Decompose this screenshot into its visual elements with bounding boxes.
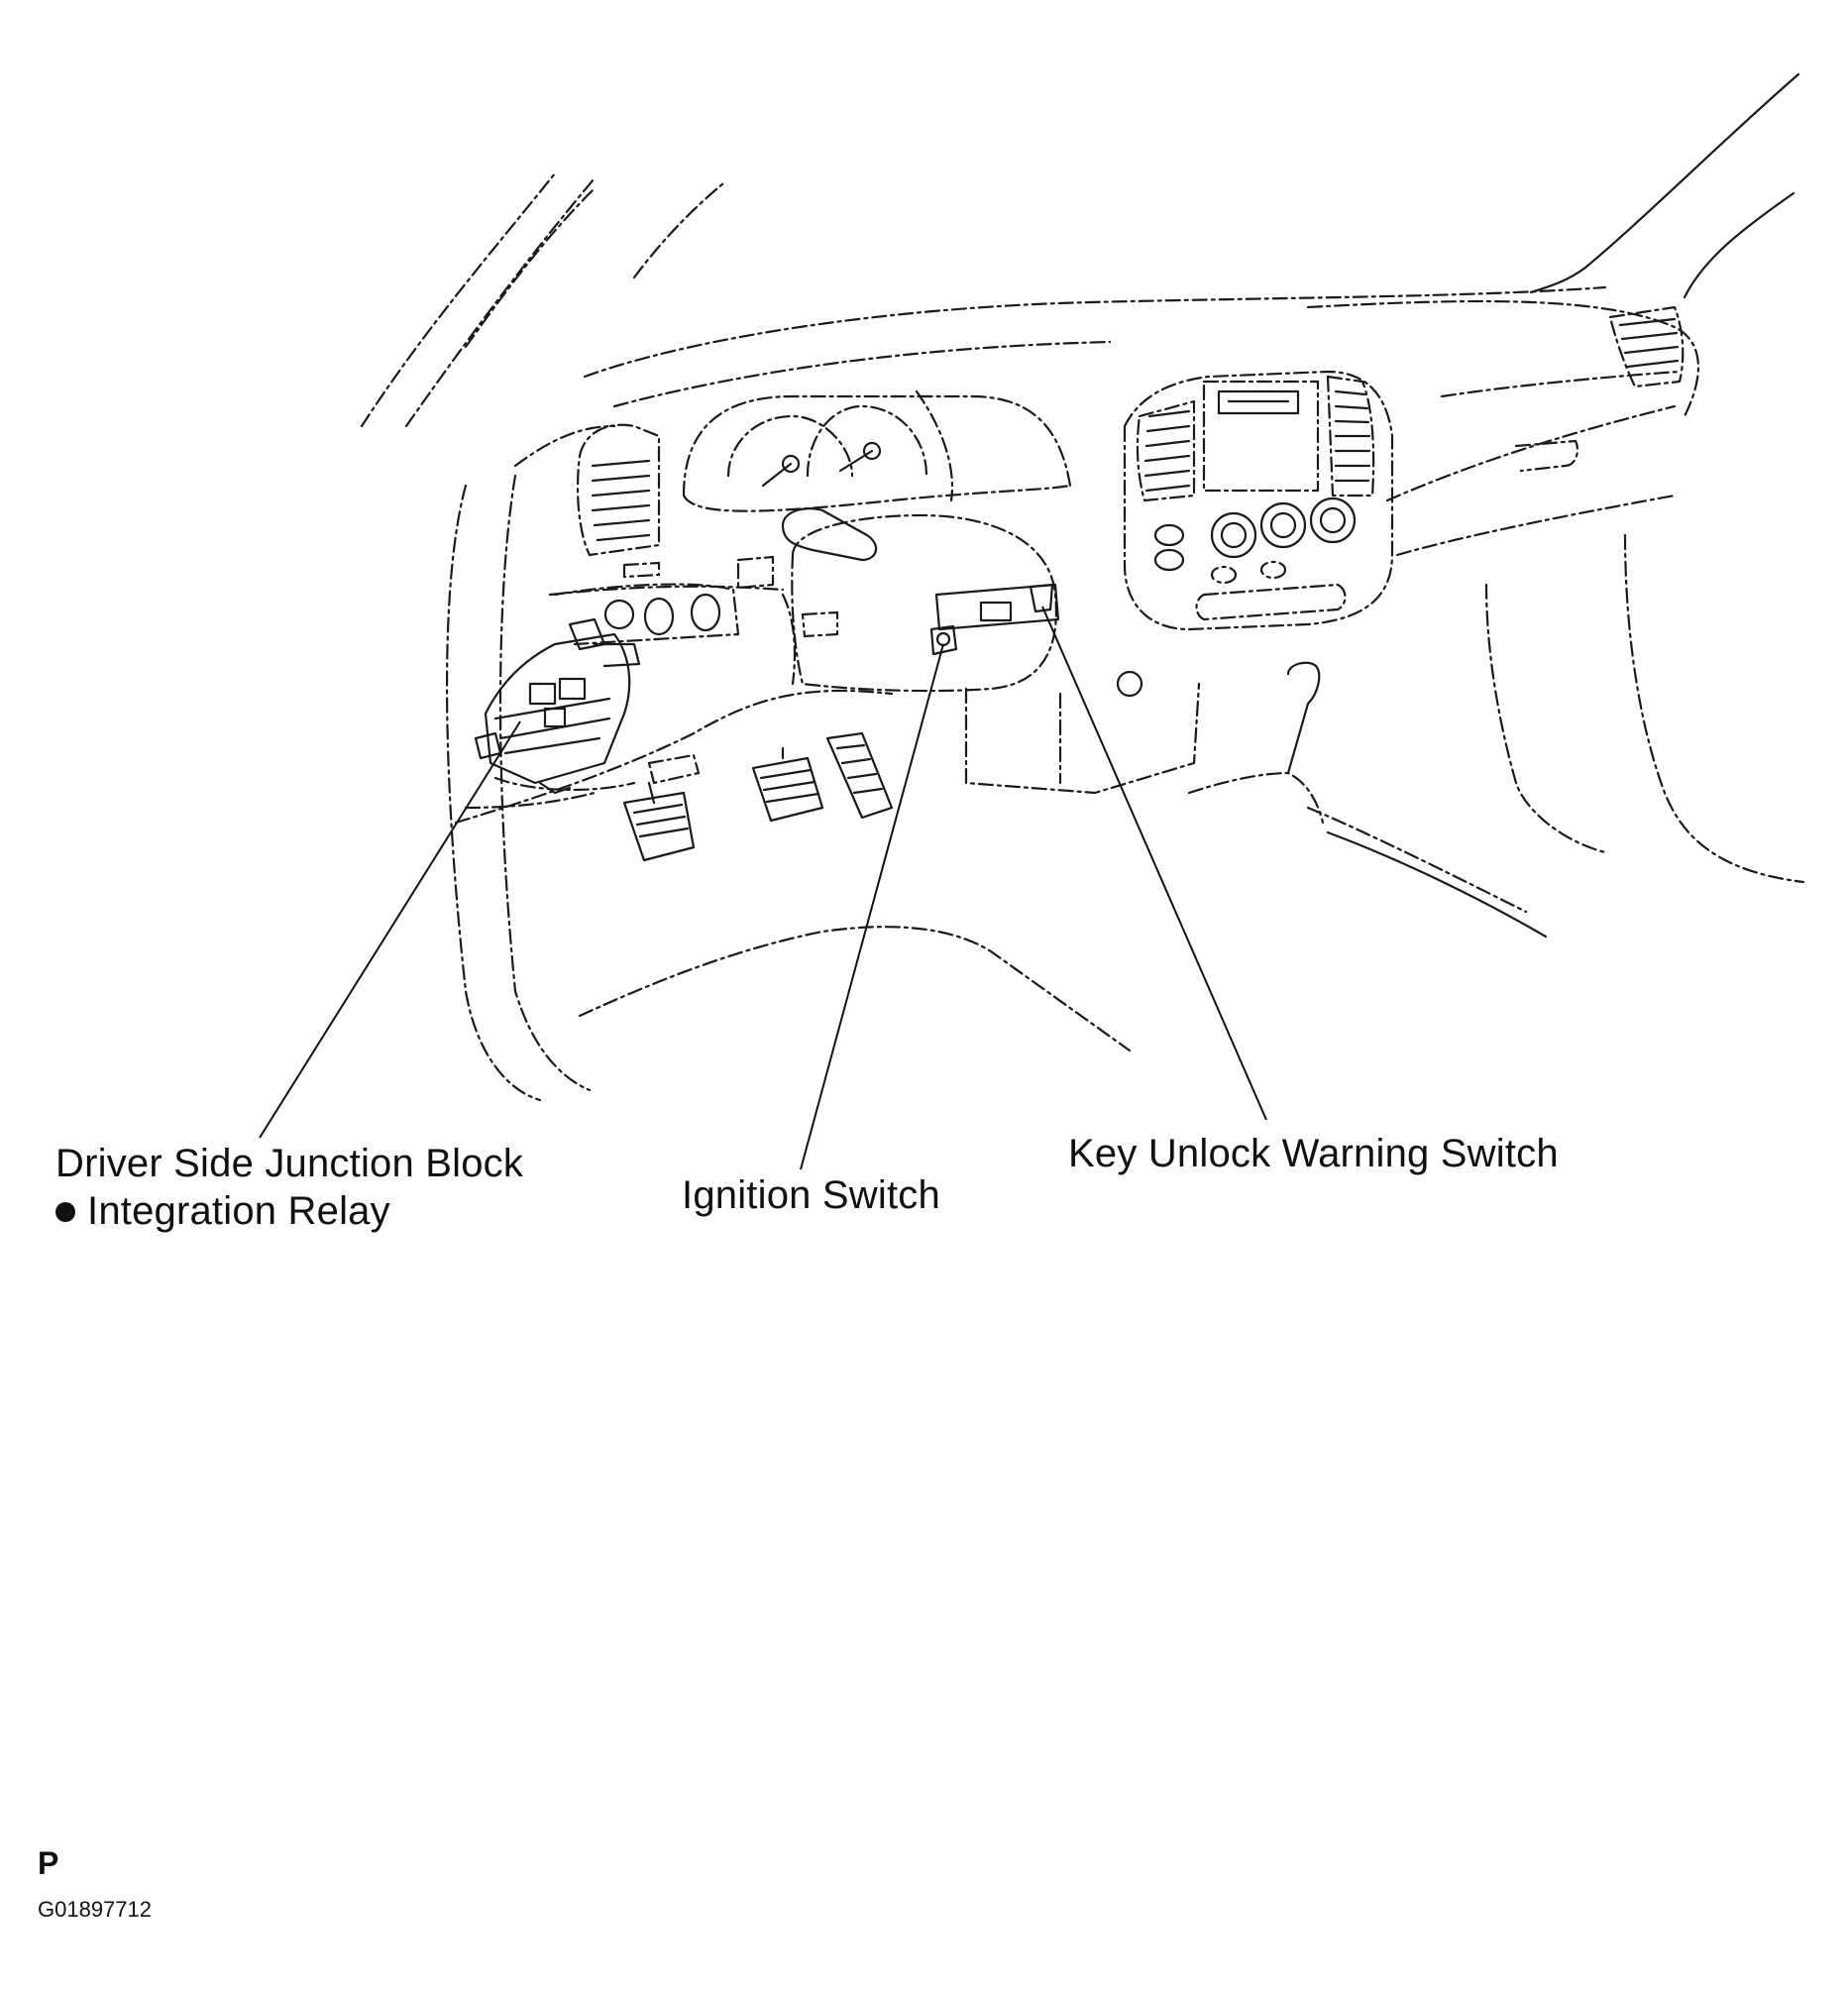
windshield-outline [1529,72,1800,299]
bullet-icon [55,1202,75,1222]
key-unlock-warning-switch-leader [1041,606,1267,1121]
pedals [622,731,894,862]
junction-block-leader [259,720,521,1139]
integration-relay-label: Integration Relay [87,1189,390,1233]
center-stack [1123,370,1394,631]
figure-code-id: G01897712 [38,1897,152,1922]
lower-dash [964,533,1805,939]
instrument-cluster [682,389,1072,512]
steering-column [781,507,1057,693]
dashboard-outline [454,285,1700,825]
ignition-switch-label: Ignition Switch [682,1173,940,1217]
figure-code-letter: P [38,1845,59,1881]
a-pillar-outline [360,171,725,1102]
left-switch-panel [553,555,775,646]
junction-block-label: Driver Side Junction Block [55,1142,524,1185]
integration-relay-label-row: Integration Relay [55,1187,523,1235]
key-unlock-warning-switch-label: Key Unlock Warning Switch [1068,1132,1559,1175]
passenger-side-dash [1395,305,1685,557]
floor-outline [464,791,1132,1052]
left-air-vent [576,423,661,579]
ignition-switch-assembly [929,583,1060,656]
ignition-switch-leader [800,643,944,1170]
junction-block-label-group: Driver Side Junction Block Integration R… [55,1140,523,1235]
junction-block-drawing [474,617,641,795]
